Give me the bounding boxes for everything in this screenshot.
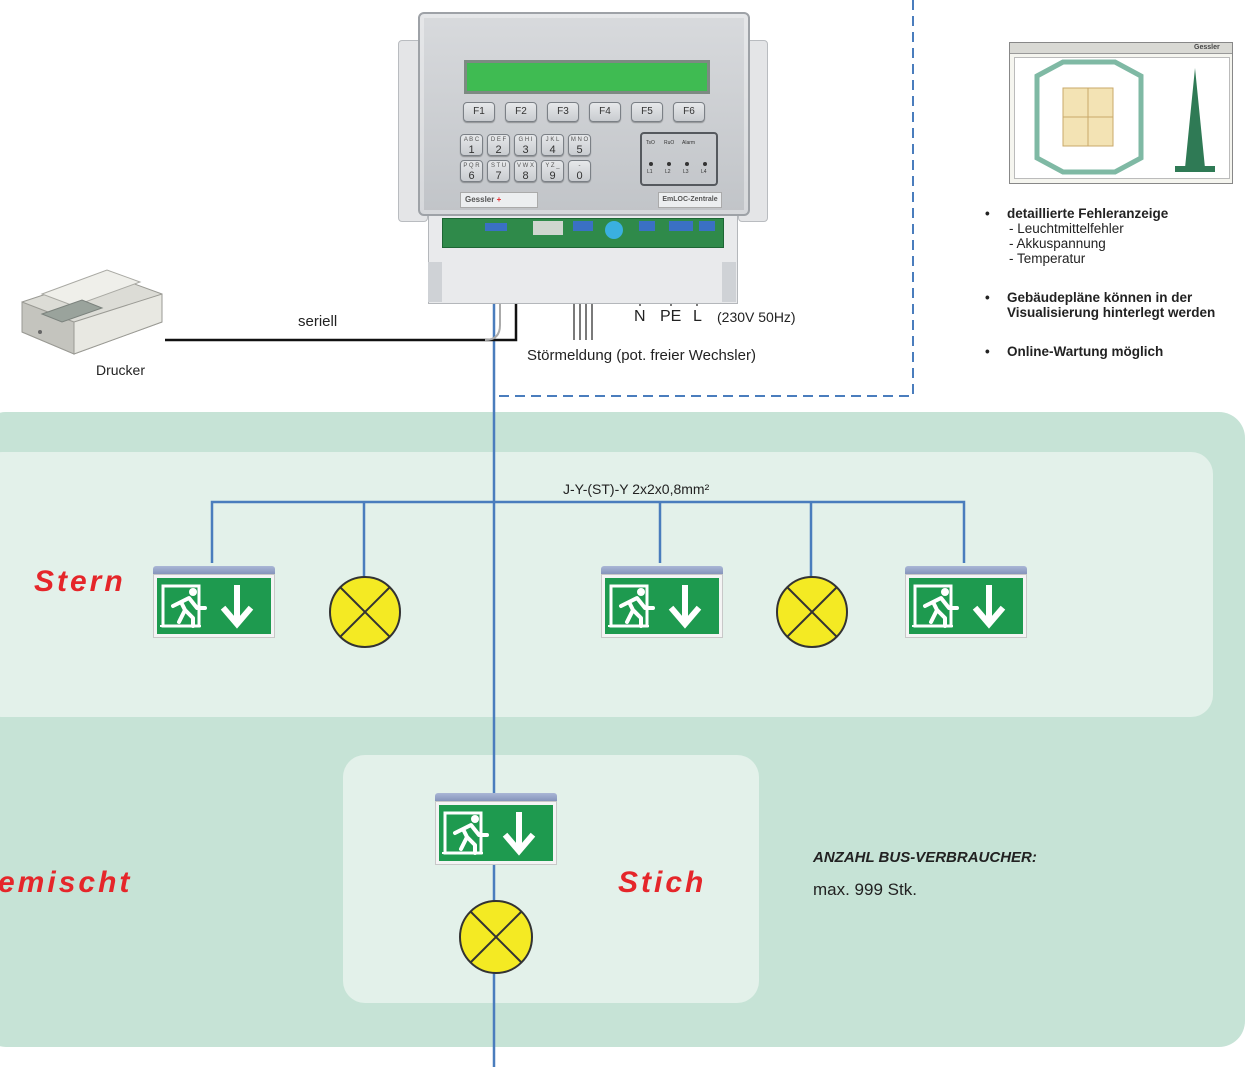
feature-item: Gebäudepläne können in der Visualisierun…: [985, 290, 1257, 320]
function-key-f6: F6: [673, 102, 705, 122]
bus-count-heading: ANZAHL BUS-VERBRAUCHER:: [813, 849, 1037, 866]
emergency-lamp-icon: [776, 576, 848, 648]
feature-title: Online-Wartung möglich: [1007, 344, 1164, 359]
terminal-n-label: N: [634, 308, 646, 325]
floor-plan-icon: [1034, 59, 1215, 175]
model-plate: EmLOC-Zentrale: [658, 192, 722, 208]
topology-stich-label: Stich: [618, 866, 707, 899]
bus-count-value: max. 999 Stk.: [813, 880, 917, 899]
brand-plate: Gessler +: [460, 192, 538, 208]
screenshot-brand: Gessler: [1194, 44, 1220, 51]
keypad-key-0: -0: [568, 160, 591, 182]
sign-face: [905, 574, 1027, 638]
running-man-icon: [608, 584, 702, 629]
sign-housing: [435, 793, 557, 803]
visualization-screenshot: Gessler: [1009, 42, 1233, 184]
function-key-f3: F3: [547, 102, 579, 122]
sign-green-panel: [909, 578, 1023, 634]
led-label: L1: [647, 169, 653, 175]
function-key-f4: F4: [589, 102, 621, 122]
sign-housing: [905, 566, 1027, 576]
stern-bus-line: [210, 500, 966, 563]
cable-spec-label: J-Y-(ST)-Y 2x2x0,8mm²: [563, 481, 710, 497]
exit-sign-icon: [435, 793, 557, 865]
lcd-display: [464, 60, 710, 94]
printer-label: Drucker: [96, 362, 146, 378]
circuit-board: [442, 218, 724, 248]
sign-face: [153, 574, 275, 638]
stoermeldung-label: Störmeldung (pot. freier Wechsler): [527, 347, 756, 364]
sign-face: [435, 801, 557, 865]
led-label: L3: [683, 169, 689, 175]
status-label: Alarm: [682, 140, 696, 146]
feature-title: detaillierte Fehleranzeige: [1007, 206, 1169, 221]
running-man-icon: [442, 811, 536, 856]
running-man-icon: [912, 584, 1006, 629]
serial-label: seriell: [298, 313, 338, 330]
keypad-key-9: Y Z _9: [541, 160, 564, 182]
sign-housing: [153, 566, 275, 576]
feature-item: detaillierte Fehleranzeige - Leuchtmitte…: [985, 206, 1257, 266]
exit-sign-icon: [601, 566, 723, 638]
feature-title: Gebäudepläne können in der Visualisierun…: [1007, 290, 1216, 320]
network-link-dashed: [496, 0, 914, 397]
terminal-l-label: L: [693, 308, 702, 325]
sign-green-panel: [439, 805, 553, 861]
feature-item: Online-Wartung möglich: [985, 344, 1257, 359]
feature-list: detaillierte Fehleranzeige - Leuchtmitte…: [985, 206, 1257, 383]
keypad-status-panel: [640, 132, 718, 186]
feature-subitem: - Akkuspannung: [1009, 236, 1106, 251]
status-led-icon: [667, 162, 671, 166]
led-label: L2: [665, 169, 671, 175]
emergency-lamp-icon: [329, 576, 401, 648]
feature-subitem: - Temperatur: [1009, 251, 1086, 266]
exit-sign-icon: [905, 566, 1027, 638]
emergency-lamp-icon: [459, 900, 533, 974]
printer-device: [12, 231, 167, 362]
printer-icon: [21, 231, 163, 355]
brand-name: Gessler: [465, 195, 495, 204]
voltage-label: (230V 50Hz): [717, 309, 796, 325]
function-key-f1: F1: [463, 102, 495, 122]
sign-green-panel: [605, 578, 719, 634]
emloc-controller: Gessler + EmLOC-Zentrale F1 F2 F3 F4 F5 F6 A B…: [398, 12, 768, 304]
status-led-icon: [703, 162, 707, 166]
serial-cable: [165, 300, 518, 342]
status-led-icon: [685, 162, 689, 166]
sign-face: [601, 574, 723, 638]
led-label: L4: [701, 169, 707, 175]
status-label: RuO: [664, 140, 675, 146]
topology-gemischt-label: emischt: [0, 866, 133, 899]
terminal-pe-label: PE: [660, 308, 682, 325]
feature-subitem: - Leuchtmittelfehler: [1009, 221, 1124, 236]
status-label: TsO: [646, 140, 655, 146]
status-led-icon: [649, 162, 653, 166]
exit-sign-icon: [153, 566, 275, 638]
sign-green-panel: [157, 578, 271, 634]
running-man-icon: [160, 584, 254, 629]
topology-stern-label: Stern: [34, 565, 126, 598]
sign-housing: [601, 566, 723, 576]
function-key-f5: F5: [631, 102, 663, 122]
function-key-f2: F2: [505, 102, 537, 122]
